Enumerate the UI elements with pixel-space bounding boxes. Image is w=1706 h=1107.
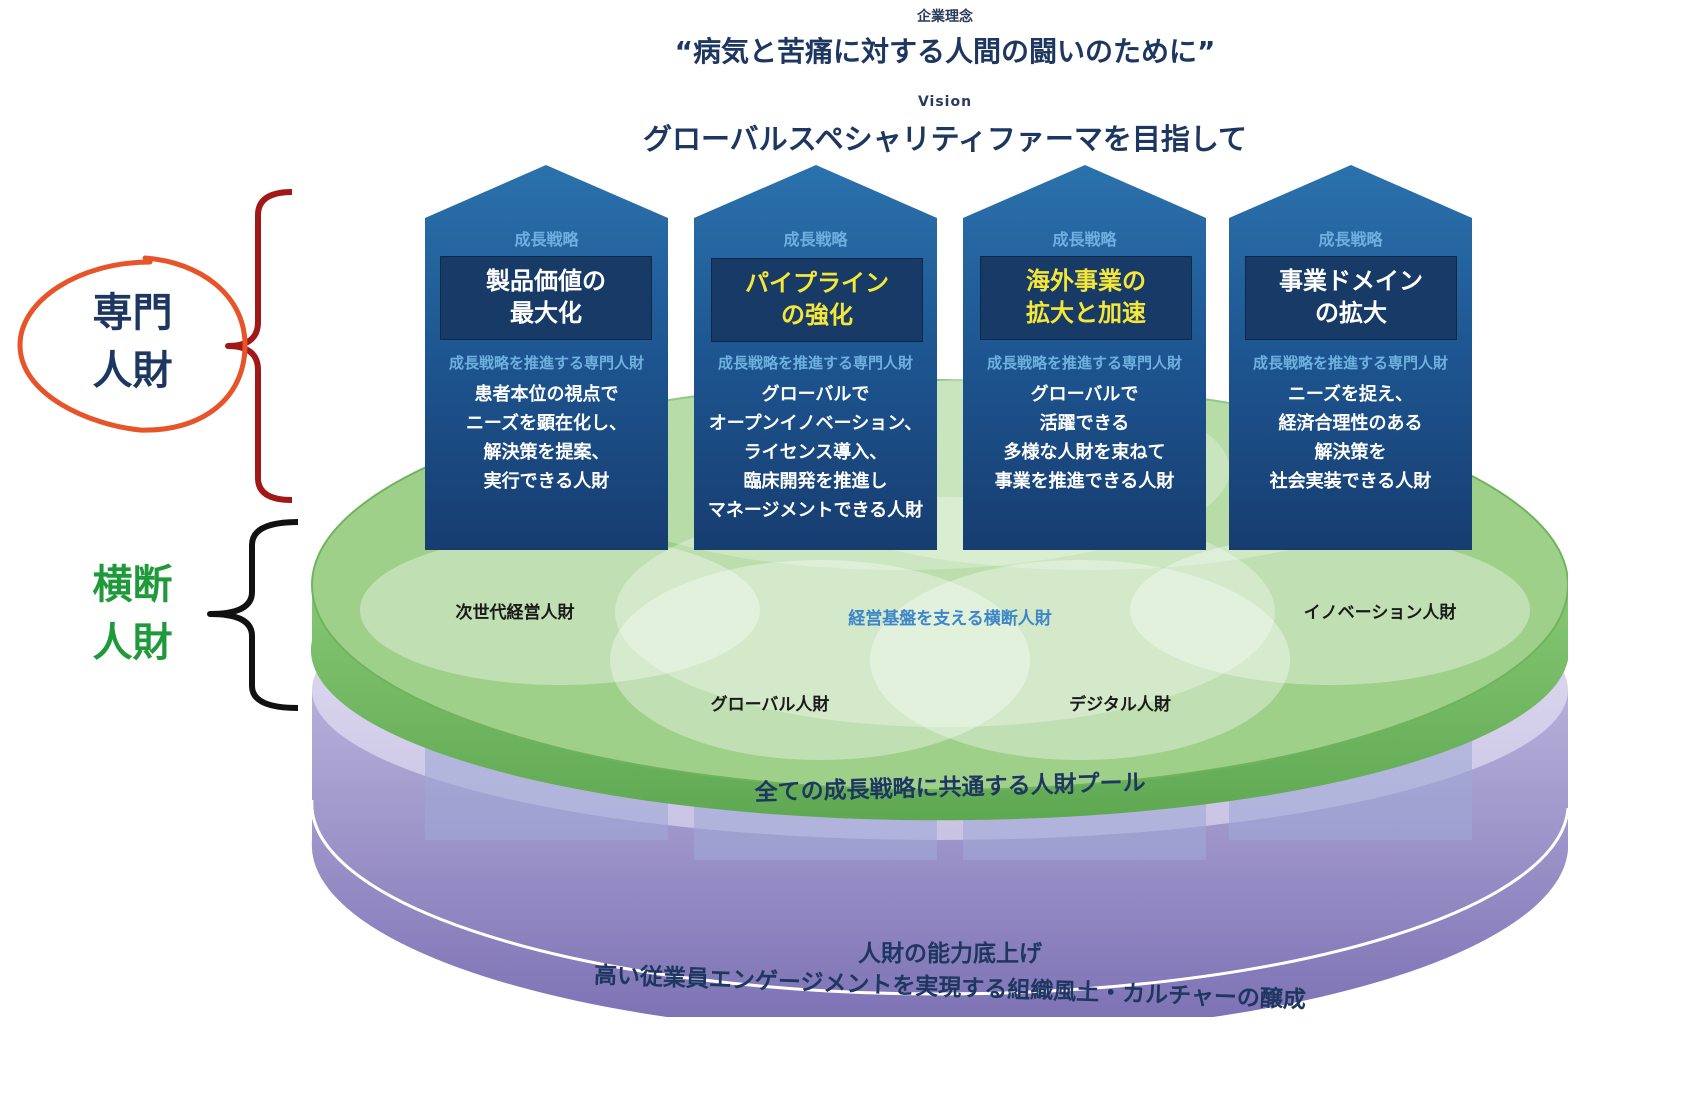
pillar-desc-line: ニーズを捉え、	[1287, 384, 1414, 405]
pillar-title-box: パイプライン の強化	[711, 258, 923, 342]
pillar-desc-line: グローバルで	[761, 384, 870, 405]
pillar-desc-line: 解決策を	[1314, 442, 1387, 463]
pillar-label: 成長戦略	[1318, 230, 1383, 249]
pillar-desc-line: ニーズを顕在化し、	[465, 413, 628, 434]
pillar-title-line1: 事業ドメイン	[1279, 267, 1423, 295]
cross-functional-center-label: 経営基盤を支える横断人財	[848, 609, 1052, 629]
pillar-label: 成長戦略	[1052, 230, 1117, 249]
specialist-label-line2: 人財	[92, 348, 173, 394]
pillar-title-line2: 拡大と加速	[1026, 299, 1146, 327]
pillar-label: 成長戦略	[514, 230, 579, 249]
pillar-title-box: 製品価値の 最大化	[440, 256, 652, 340]
crossfunctional-label: 横断 人財	[75, 556, 190, 672]
vision-label: Vision	[917, 94, 973, 110]
pillar-description: グローバルで 活躍できる 多様な人財を束ねて 事業を推進できる人財	[963, 380, 1206, 496]
pillar-desc-line: 社会実装できる人財	[1269, 471, 1432, 492]
pillar-subtitle: 成長戦略を推進する専門人財	[1252, 354, 1448, 372]
pillar-desc-line: 解決策を提案、	[483, 442, 610, 463]
philosophy-text: “病気と苦痛に対する人間の闘いのために”	[674, 35, 1216, 68]
pillar-desc-line: マネージメントできる人財	[707, 500, 924, 521]
specialist-label-line1: 専門	[92, 290, 173, 336]
pillar-title-line2: の拡大	[1315, 299, 1387, 327]
pillar-title-line1: 海外事業の	[1026, 267, 1146, 295]
vision-text: グローバルスペシャリティファーマを目指して	[642, 122, 1248, 156]
global-talent-label: グローバル人財	[710, 695, 830, 715]
pillar-desc-line: 患者本位の視点で	[474, 384, 619, 405]
philosophy-label: 企業理念	[917, 9, 973, 25]
pillar-desc-line: 活躍できる	[1039, 413, 1130, 434]
pillar-title-line1: 製品価値の	[486, 267, 606, 295]
innovation-label: イノベーション人財	[1303, 603, 1457, 623]
pillar-label: 成長戦略	[783, 230, 848, 249]
pillar-desc-line: グローバルで	[1030, 384, 1139, 405]
pillar-subtitle: 成長戦略を推進する専門人財	[717, 354, 913, 372]
pillar-title-line1: パイプライン	[745, 269, 889, 297]
pillar-desc-line: 実行できる人財	[483, 471, 610, 492]
crossfunctional-bracket	[207, 519, 299, 711]
pillar-desc-line: 経済合理性のある	[1278, 413, 1423, 434]
pillar-desc-line: オープンイノベーション、	[708, 413, 923, 434]
next-gen-management-label: 次世代経営人財	[455, 603, 575, 623]
pillar-subtitle: 成長戦略を推進する専門人財	[986, 354, 1182, 372]
digital-talent-label: デジタル人財	[1069, 695, 1171, 715]
crossfunctional-label-line2: 人財	[92, 620, 173, 666]
pillar-desc-line: 事業を推進できる人財	[994, 471, 1175, 492]
pillar-desc-line: 多様な人財を束ねて	[1003, 442, 1166, 463]
crossfunctional-label-line1: 横断	[92, 562, 173, 608]
specialist-bracket	[225, 189, 293, 503]
capability-uplift-label: 人財の能力底上げ	[858, 941, 1042, 967]
pillar-desc-line: ライセンス導入、	[743, 442, 888, 463]
pillar-title-box: 事業ドメイン の拡大	[1245, 256, 1457, 340]
highlight-ellipse	[17, 255, 248, 433]
pillar-subtitle: 成長戦略を推進する専門人財	[448, 354, 644, 372]
pillar-description: 患者本位の視点で ニーズを顕在化し、 解決策を提案、 実行できる人財	[425, 380, 668, 496]
specialist-label: 専門 人財	[75, 284, 190, 400]
pillar-title-box: 海外事業の 拡大と加速	[980, 256, 1192, 340]
pillar-description: ニーズを捉え、 経済合理性のある 解決策を 社会実装できる人財	[1229, 380, 1472, 496]
pillar-desc-line: 臨床開発を推進し	[743, 471, 888, 492]
pillar-title-line2: 最大化	[510, 299, 582, 327]
pillar-description: グローバルで オープンイノベーション、 ライセンス導入、 臨床開発を推進し マネ…	[694, 380, 937, 525]
pillar-title-line2: の強化	[781, 301, 853, 329]
